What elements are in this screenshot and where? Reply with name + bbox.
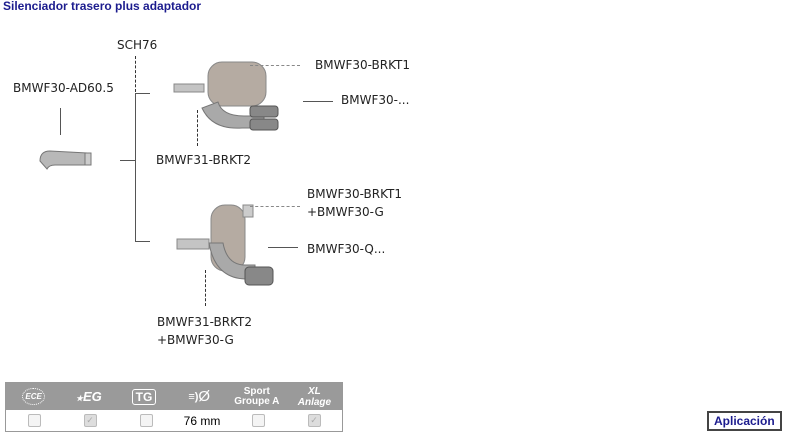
- label-m1-brkt2: BMWF31-BRKT2: [156, 153, 251, 167]
- homologation-table: ECE ★EG TG ≡) Ø Sport Groupe A XL Anlage…: [5, 382, 343, 432]
- label-m2-brkt1: BMWF30-BRKT1: [307, 187, 402, 201]
- muffler-2-image[interactable]: [175, 203, 280, 293]
- xl-checkbox: ✓: [307, 414, 321, 427]
- label-m2-part[interactable]: BMWF30-Q...: [307, 242, 386, 256]
- label-m2-brkt2: BMWF31-BRKT2: [157, 315, 252, 329]
- label-sch76: SCH76: [117, 38, 158, 52]
- label-m1-part[interactable]: BMWF30-...: [341, 93, 410, 107]
- label-m2-brkt2-g: +BMWF30-G: [157, 333, 234, 347]
- label-adapter: BMWF30-AD60.5: [13, 81, 114, 95]
- label-m2-g: +BMWF30-G: [307, 205, 384, 219]
- adapter-image[interactable]: [35, 143, 95, 173]
- eg-checkbox: ✓: [83, 414, 97, 427]
- tg-icon: TG: [116, 383, 171, 410]
- muffler-1-image[interactable]: [172, 58, 282, 138]
- eg-icon: ★EG: [75, 389, 102, 404]
- sport-groupe-a-icon: Sport Groupe A: [234, 385, 280, 407]
- diameter-value: 76 mm: [183, 413, 221, 428]
- section-title: Silenciador trasero plus adaptador: [3, 0, 202, 13]
- xl-anlage-icon: XL Anlage: [297, 385, 332, 408]
- ece-checkbox: [27, 414, 41, 427]
- label-m1-brkt1: BMWF30-BRKT1: [315, 58, 410, 72]
- sport-checkbox: [251, 414, 265, 427]
- diameter-icon: ≡) Ø: [188, 388, 211, 405]
- aplicacion-button[interactable]: Aplicación: [707, 411, 782, 431]
- ece-icon: ECE: [6, 383, 61, 410]
- tg-checkbox: [139, 414, 153, 427]
